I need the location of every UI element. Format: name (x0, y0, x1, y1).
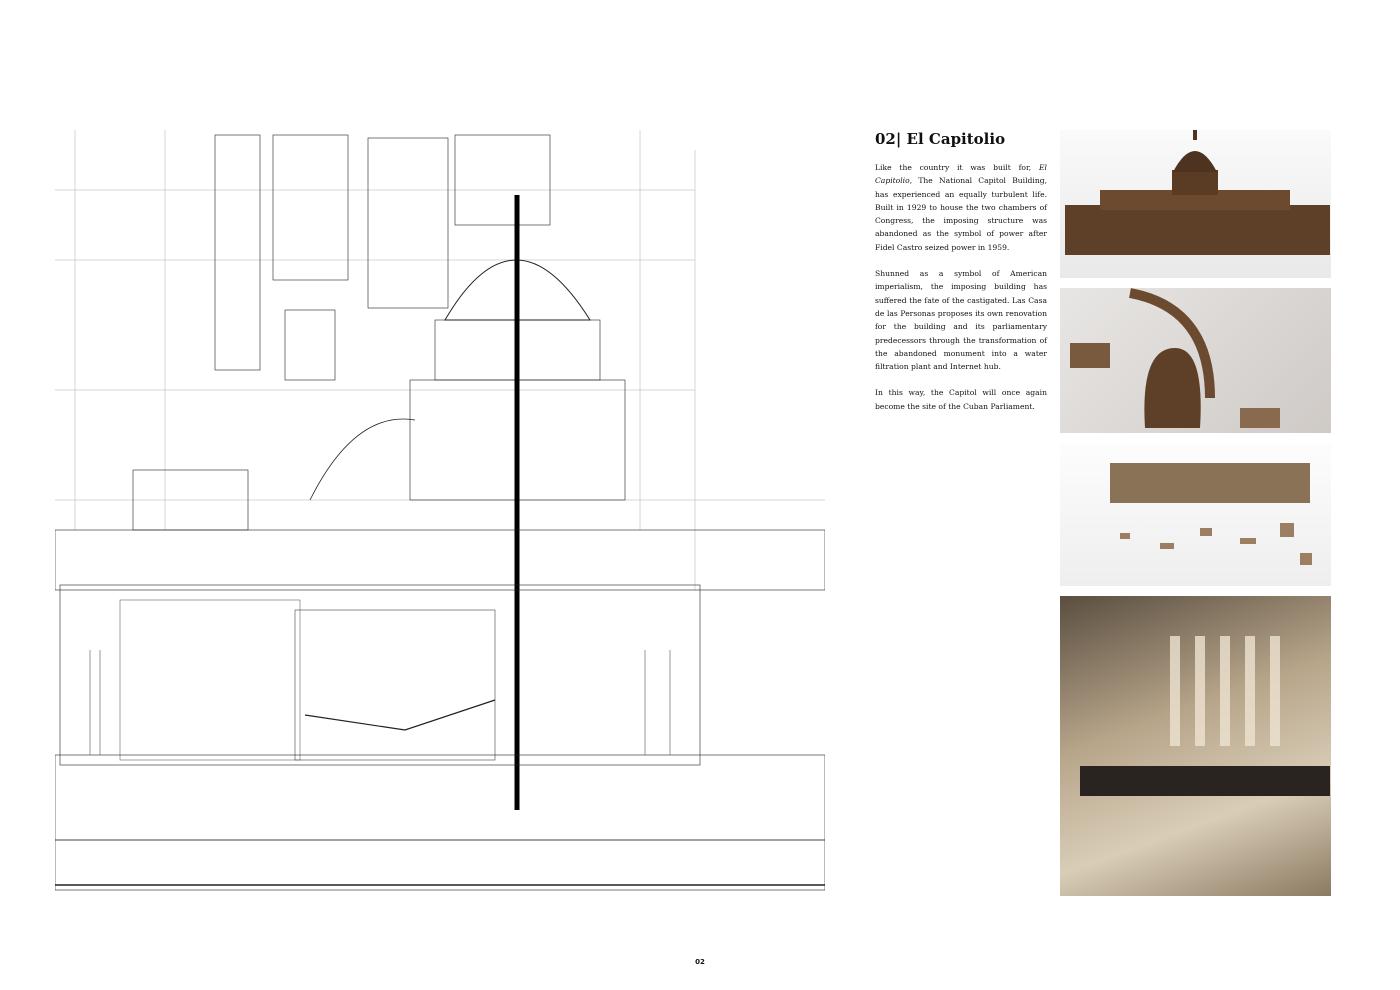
model-photo-colonnade (1060, 596, 1331, 896)
paragraph-1-italic: El Capitolio (875, 163, 1047, 186)
paragraph-2: Shunned as a symbol of American imperial… (875, 269, 1047, 372)
paragraph-1: Like the country it was built for, El Ca… (875, 161, 1047, 254)
section-title: 02| El Capitolio (875, 130, 1006, 148)
page-number: 02 (695, 958, 705, 966)
model-photo-dome-pieces (1060, 288, 1331, 433)
paragraph-1-end: , The National Capitol Building, has exp… (875, 176, 1047, 252)
model-photo-parts (1060, 443, 1331, 586)
paragraph-1-start: Like the country it was built for, (875, 163, 1040, 172)
body-text: Like the country it was built for, El Ca… (875, 161, 1047, 426)
model-photo-front (1060, 130, 1331, 278)
section-drawing (55, 130, 825, 891)
paragraph-3: In this way, the Capitol will once again… (875, 388, 1047, 411)
